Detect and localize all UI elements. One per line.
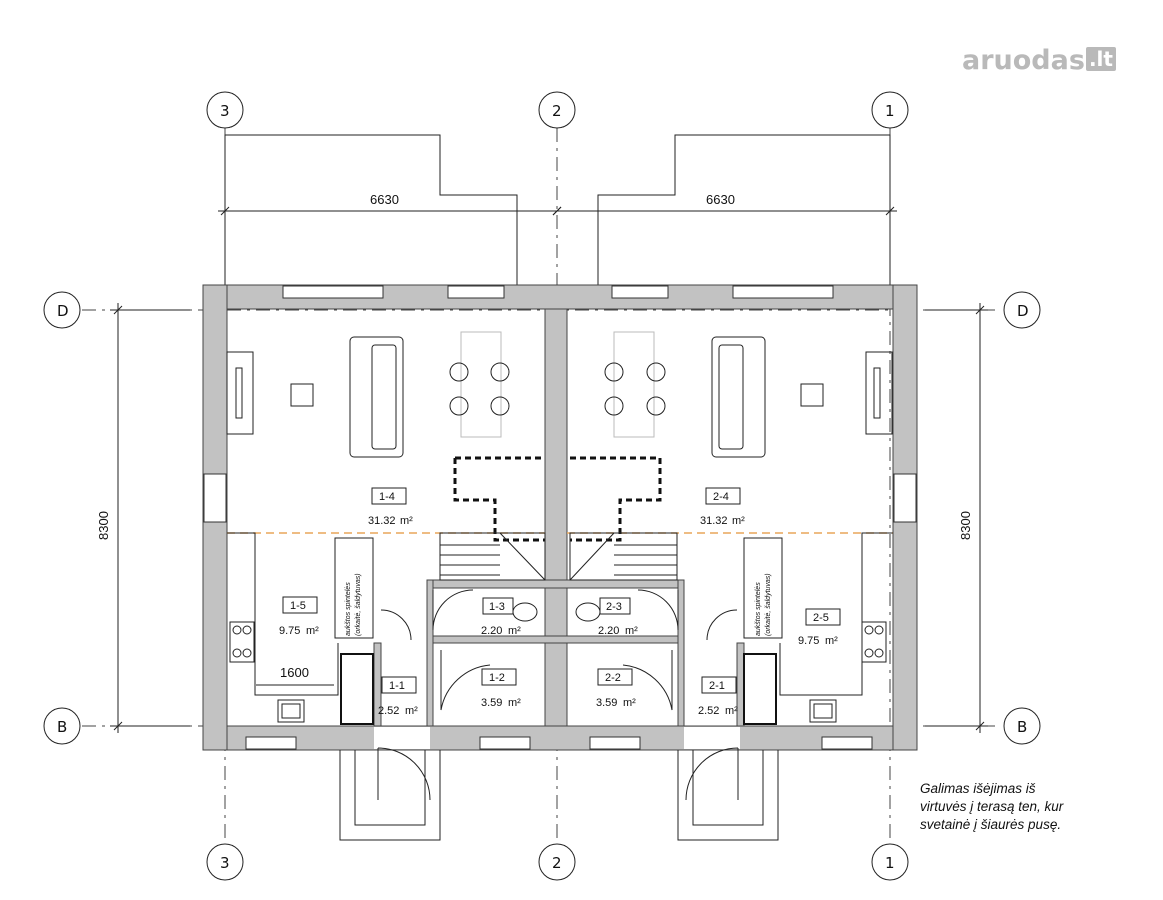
room-1-3-area: 2.20 xyxy=(481,625,502,637)
axis-b-left: B xyxy=(57,718,67,736)
room-2-2-unit: m² xyxy=(623,697,636,709)
cabinet-label-left-2: (orkaitė, šaldytuvas) xyxy=(355,573,362,636)
stairs xyxy=(439,456,678,581)
room-2-1-area: 2.52 xyxy=(698,705,719,717)
front-porches xyxy=(339,750,779,841)
axis-bubbles: 3 2 1 3 2 1 D D B B xyxy=(43,91,1041,881)
cabinet-label-right-1: aukštos spintelės xyxy=(755,582,762,636)
cabinet-label-right-2: (orkaitė, šaldytuvas) xyxy=(765,573,772,636)
axis-b-right: B xyxy=(1017,718,1027,736)
upper-terrace-outlines xyxy=(224,134,891,285)
axis-2-top: 2 xyxy=(552,102,562,120)
left-height-dimension: 8300 xyxy=(96,511,111,540)
right-width-dimension: 6630 xyxy=(706,192,735,207)
room-2-1-id: 2-1 xyxy=(709,680,725,692)
cabinet-label-left-1: aukštos spintelės xyxy=(345,582,352,636)
left-width-dimension: 6630 xyxy=(370,192,399,207)
axis-2-bottom: 2 xyxy=(552,854,562,872)
room-2-4-unit: m² xyxy=(732,515,745,527)
entrance-doors xyxy=(374,727,740,801)
side-dimension-lines xyxy=(110,303,988,733)
room-1-1-id: 1-1 xyxy=(389,680,405,692)
room-2-2-id: 2-2 xyxy=(605,672,621,684)
right-height-dimension: 8300 xyxy=(958,511,973,540)
room-labels: 1-4 31.32 m² 1-5 9.75 m² 1-3 2.20 m² 1-2… xyxy=(279,487,841,717)
kitchen-length-dimension: 1600 xyxy=(280,665,309,680)
wall-units xyxy=(226,351,893,435)
bathroom-fixtures xyxy=(380,589,738,711)
room-1-2-id: 1-2 xyxy=(489,672,505,684)
exit-note: Galimas išėjimas iš virtuvės į terasą te… xyxy=(920,781,1064,832)
top-dimension-lines xyxy=(218,206,897,216)
logo-badge: .lt xyxy=(1085,47,1116,71)
room-1-2-unit: m² xyxy=(508,697,521,709)
walls xyxy=(202,284,918,751)
room-1-1-area: 2.52 xyxy=(378,705,399,717)
room-2-5-area: 9.75 xyxy=(798,635,819,647)
aruodas-logo: aruodas.lt xyxy=(962,45,1116,76)
windows xyxy=(203,285,917,750)
axis-1-bottom: 1 xyxy=(885,854,895,872)
axis-d-right: D xyxy=(1017,302,1029,320)
room-1-2-area: 3.59 xyxy=(481,697,502,709)
room-1-5-area: 9.75 xyxy=(279,625,300,637)
kitchen-counters xyxy=(227,532,893,725)
sofas xyxy=(290,336,824,458)
room-2-3-area: 2.20 xyxy=(598,625,619,637)
dining-tables xyxy=(449,331,666,438)
room-1-5-id: 1-5 xyxy=(290,600,306,612)
room-2-1-unit: m² xyxy=(725,705,738,717)
room-2-5-id: 2-5 xyxy=(813,612,829,624)
room-2-3-id: 2-3 xyxy=(606,601,622,613)
room-2-2-area: 3.59 xyxy=(596,697,617,709)
room-1-3-unit: m² xyxy=(508,625,521,637)
axis-3-top: 3 xyxy=(220,102,230,120)
room-1-4-unit: m² xyxy=(400,515,413,527)
room-1-5-unit: m² xyxy=(306,625,319,637)
axis-3-bottom: 3 xyxy=(220,854,230,872)
room-1-4-area: 31.32 xyxy=(368,515,396,527)
room-1-4-id: 1-4 xyxy=(379,491,395,503)
room-1-1-unit: m² xyxy=(405,705,418,717)
axis-d-left: D xyxy=(57,302,69,320)
room-2-4-id: 2-4 xyxy=(713,491,729,503)
axis-1-top: 1 xyxy=(885,102,895,120)
room-2-5-unit: m² xyxy=(825,635,838,647)
room-1-3-id: 1-3 xyxy=(489,601,505,613)
logo-text: aruodas xyxy=(962,45,1085,76)
room-2-3-unit: m² xyxy=(625,625,638,637)
room-2-4-area: 31.32 xyxy=(700,515,728,527)
